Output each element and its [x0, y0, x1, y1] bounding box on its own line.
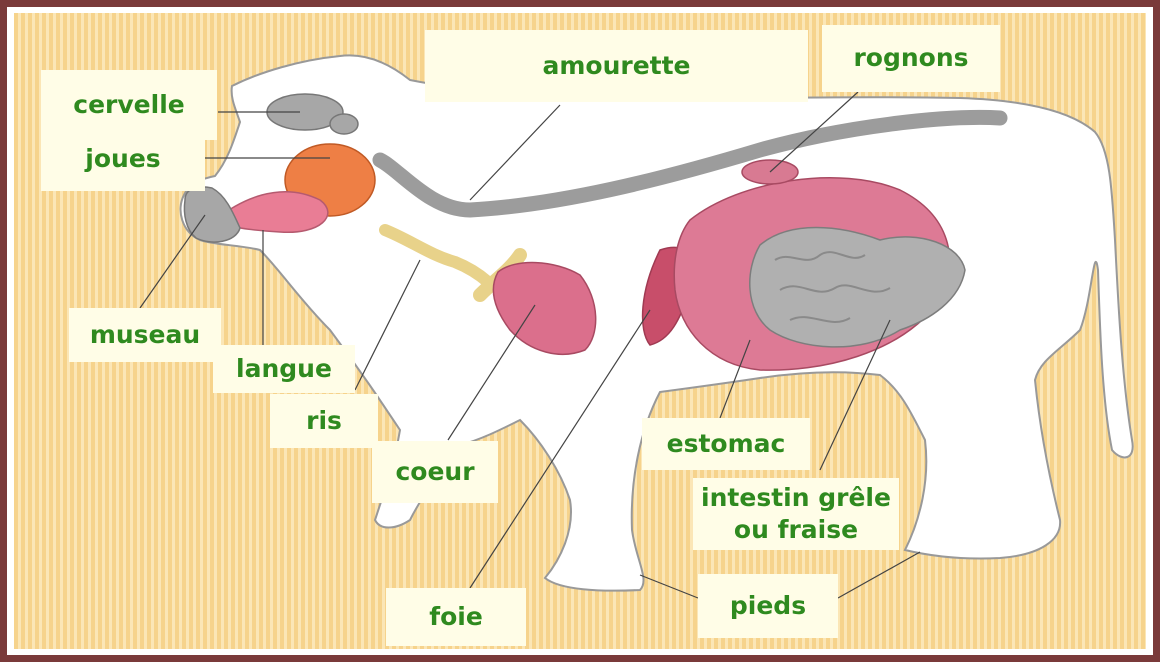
label-pieds: pieds — [698, 574, 838, 638]
label-rognons: rognons — [822, 25, 1000, 92]
label-estomac: estomac — [642, 418, 810, 470]
label-amourette: amourette — [425, 30, 808, 102]
label-joues: joues — [41, 127, 205, 191]
label-coeur: coeur — [372, 441, 498, 503]
label-foie: foie — [386, 588, 526, 646]
label-museau: museau — [69, 308, 221, 362]
label-intestin: intestin grêle ou fraise — [693, 478, 899, 550]
label-langue: langue — [213, 345, 355, 393]
label-ris: ris — [270, 394, 378, 448]
